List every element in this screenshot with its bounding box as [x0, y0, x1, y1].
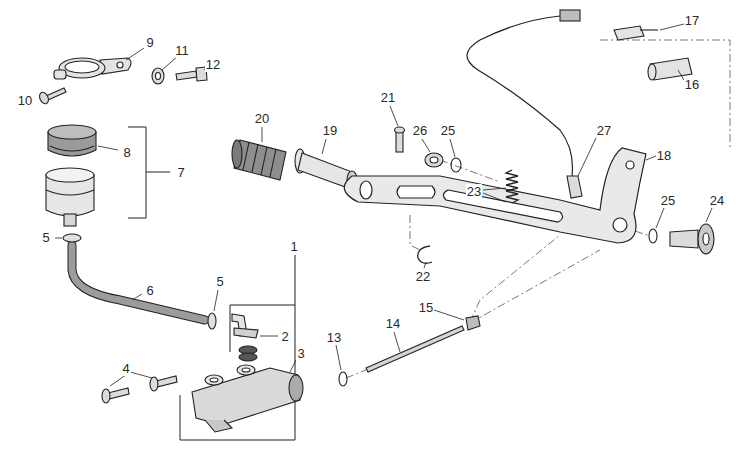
screw-part [102, 376, 177, 403]
cap-part [48, 125, 96, 156]
callout-number: 19 [322, 123, 338, 138]
callout-number: 6 [145, 283, 154, 298]
callout-number: 13 [326, 330, 342, 345]
hose-part [72, 245, 205, 320]
callout-number: 5 [215, 274, 224, 289]
callout-number: 27 [596, 123, 612, 138]
pin-part [649, 224, 714, 254]
callout-number: 16 [684, 77, 700, 92]
group-bracket [128, 127, 170, 218]
callout-number: 11 [174, 43, 190, 58]
clevis-part [614, 26, 692, 80]
callout-number: 5 [41, 230, 50, 245]
callout-number: 25 [660, 193, 676, 208]
pad-part [232, 140, 286, 180]
callout-number: 23 [466, 184, 482, 199]
switch-part [467, 10, 582, 198]
axis-lines [346, 40, 730, 378]
callout-number: 8 [122, 145, 131, 160]
leader-line [55, 24, 712, 372]
callout-number: 26 [412, 123, 428, 138]
hose-clamp [63, 234, 216, 329]
callout-number: 15 [418, 300, 434, 315]
callout-number: 25 [440, 123, 456, 138]
lever-part [344, 148, 646, 243]
callout-number: 22 [415, 269, 431, 284]
screw-part [38, 88, 66, 105]
rod-part [339, 316, 480, 386]
callout-number: 17 [684, 13, 700, 28]
clamp-part [54, 58, 131, 79]
cylinder-part [192, 365, 303, 432]
fitting-part [232, 314, 258, 361]
bolt-part [176, 67, 207, 81]
callout-number: 24 [709, 193, 725, 208]
callout-number: 2 [280, 329, 289, 344]
circlip-part [418, 246, 432, 263]
washer-part [152, 68, 164, 84]
callout-number: 7 [176, 165, 185, 180]
callout-number: 10 [17, 93, 33, 108]
callout-number: 12 [205, 57, 221, 72]
callout-number: 9 [145, 35, 154, 50]
callout-number: 20 [254, 111, 270, 126]
leader-line [110, 372, 152, 386]
callout-number: 18 [656, 148, 672, 163]
callout-number: 4 [121, 361, 130, 376]
callout-number: 21 [380, 90, 396, 105]
spring-part [506, 170, 518, 203]
reservoir-part [46, 168, 94, 226]
callout-number: 1 [289, 239, 298, 254]
callout-number: 14 [385, 316, 401, 331]
callout-number: 3 [296, 346, 305, 361]
